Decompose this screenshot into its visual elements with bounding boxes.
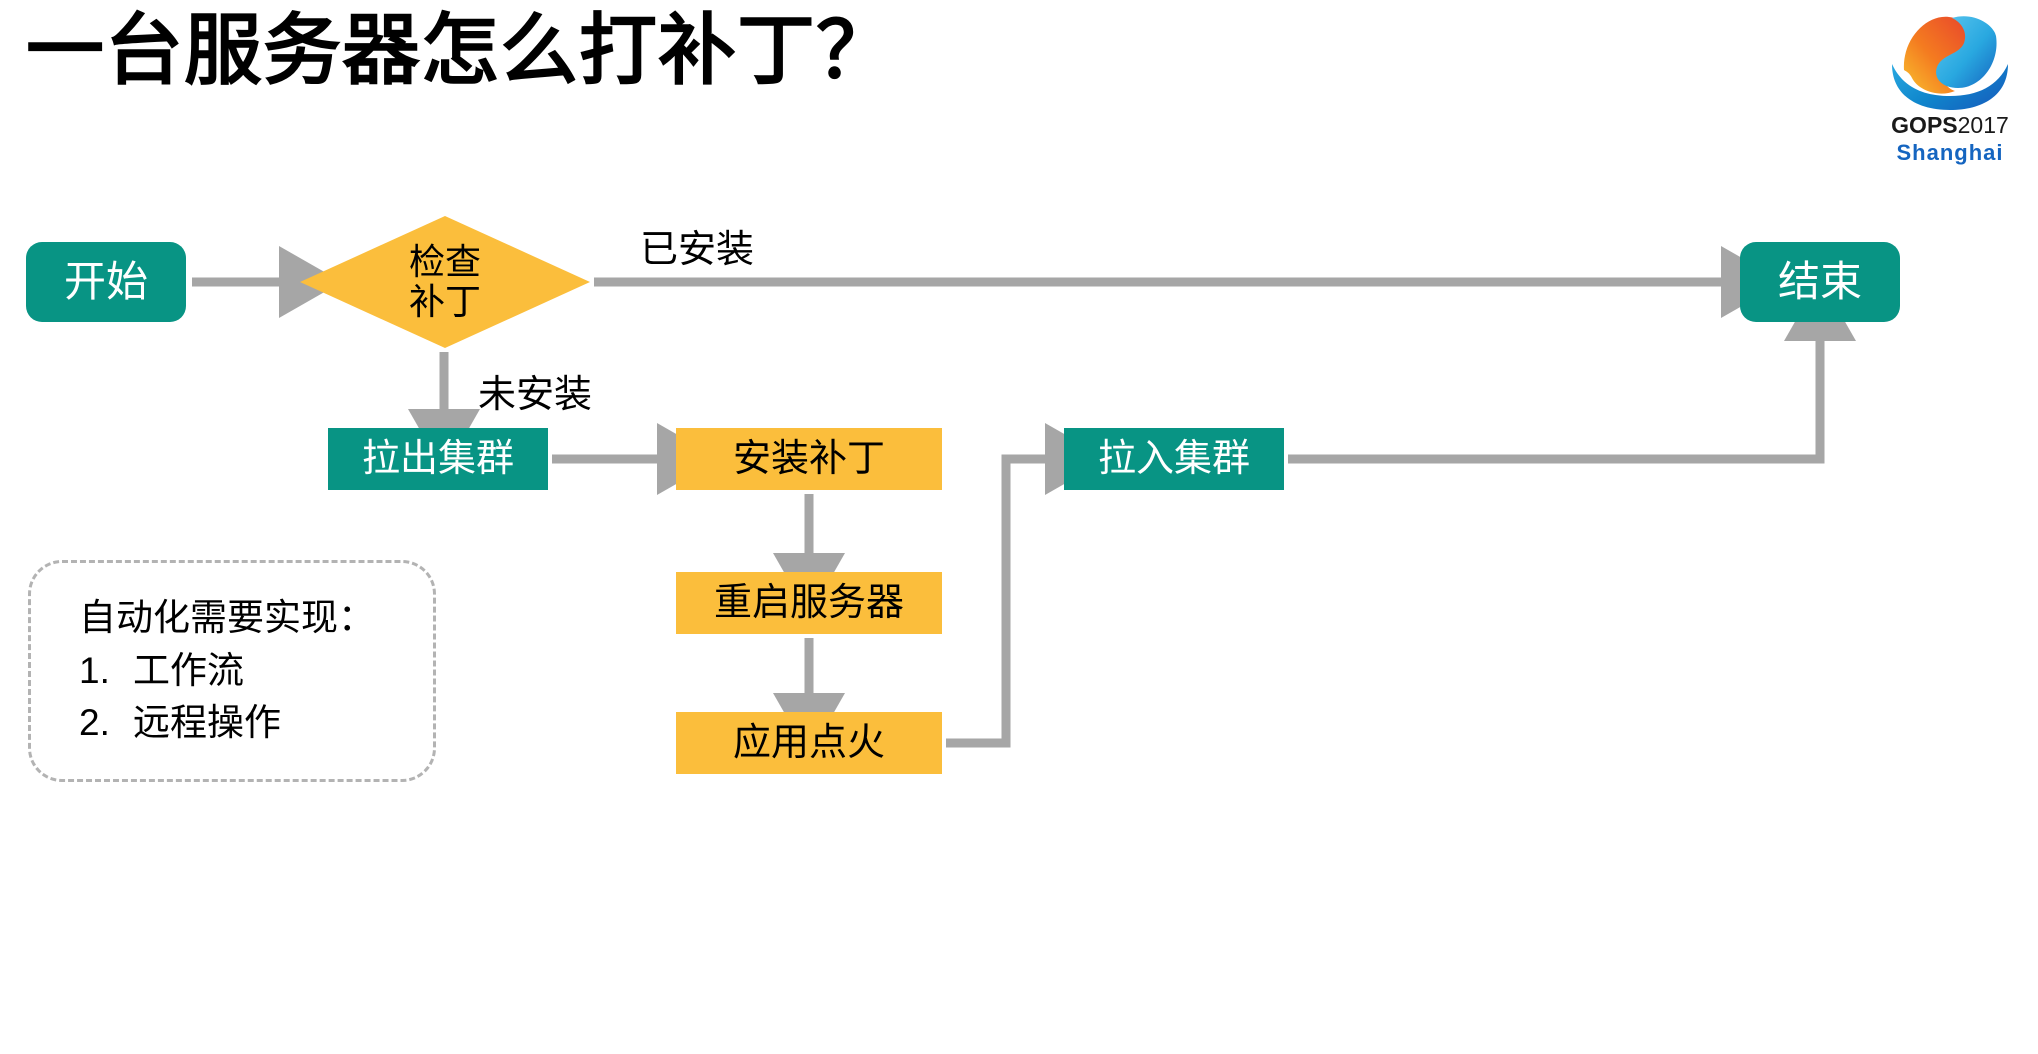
flow-node-app-ignition-label: 应用点火 <box>732 721 885 764</box>
note-item-text: 工作流 <box>133 649 244 691</box>
flow-node-check-patch-line1: 检查 <box>408 241 481 283</box>
note-item-number: 1. <box>79 649 110 691</box>
automation-note-box: 自动化需要实现： 1. 工作流 2. 远程操作 <box>28 560 436 782</box>
note-item-number: 2. <box>79 701 110 743</box>
edge-ignite-to-pullin <box>946 423 1108 748</box>
flow-node-install-patch-label: 安装补丁 <box>732 437 885 480</box>
flow-node-check-patch[interactable]: 检查 补丁 <box>300 216 590 348</box>
note-list-item: 1. 工作流 <box>79 645 433 697</box>
flow-node-start-label: 开始 <box>63 258 148 306</box>
edge-pullin-to-end <box>1288 278 1856 464</box>
flow-node-check-patch-line2: 补丁 <box>408 281 481 322</box>
logo-brand: GOPS <box>1891 112 1958 138</box>
flow-node-pull-out-of-cluster-label: 拉出集群 <box>361 437 514 480</box>
flow-node-pull-into-cluster[interactable]: 拉入集群 <box>1064 428 1284 490</box>
gops-logo-mark <box>1892 16 2008 110</box>
page-title: 一台服务器怎么打补丁？ <box>26 6 896 94</box>
note-list-item: 2. 远程操作 <box>79 697 433 749</box>
logo-wordmark: GOPS2017 <box>1870 112 2030 139</box>
flow-node-reboot-server-label: 重启服务器 <box>713 581 904 624</box>
flow-node-check-patch-label: 检查 补丁 <box>409 242 481 321</box>
flow-node-pull-out-of-cluster[interactable]: 拉出集群 <box>328 428 548 490</box>
note-item-text: 远程操作 <box>133 701 281 743</box>
flow-node-install-patch[interactable]: 安装补丁 <box>676 428 942 490</box>
edge-label-not-installed: 未安装 <box>478 374 593 416</box>
flow-node-start[interactable]: 开始 <box>26 242 186 322</box>
gops-logo: GOPS2017 Shanghai <box>1870 6 2030 176</box>
flow-node-pull-into-cluster-label: 拉入集群 <box>1097 437 1250 480</box>
flow-node-end-label: 结束 <box>1777 258 1862 306</box>
logo-city: Shanghai <box>1896 140 2004 165</box>
flow-node-end[interactable]: 结束 <box>1740 242 1900 322</box>
edge-label-installed: 已安装 <box>640 229 755 271</box>
flow-node-reboot-server[interactable]: 重启服务器 <box>676 572 942 634</box>
note-title: 自动化需要实现： <box>79 597 375 638</box>
flow-node-app-ignition[interactable]: 应用点火 <box>676 712 942 774</box>
logo-year: 2017 <box>1957 112 2009 138</box>
note-list: 1. 工作流 2. 远程操作 <box>79 645 433 749</box>
